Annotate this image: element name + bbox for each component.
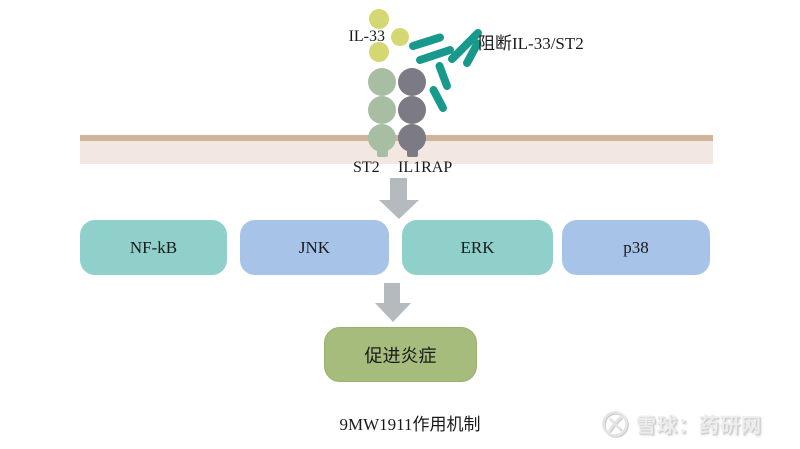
il33-ligand-dot xyxy=(369,42,389,62)
pathway-box-jnk: JNK xyxy=(240,220,389,275)
watermark: 雪球：药研网 xyxy=(601,409,762,438)
st2-label: ST2 xyxy=(353,159,380,176)
antibody-label: 阻断IL-33/ST2 xyxy=(478,34,584,53)
pathway-box-erk: ERK xyxy=(402,220,553,275)
pathway-box-p38: p38 xyxy=(562,220,710,275)
pathway-box-nfkb: NF-kB xyxy=(80,220,227,275)
diagram-caption: 9MW1911作用机制 xyxy=(339,415,481,434)
il1rap-receptor-bead xyxy=(398,124,426,152)
il33-ligand-dot xyxy=(369,9,389,29)
il33-label: IL-33 xyxy=(348,28,385,45)
il1rap-label: IL1RAP xyxy=(398,159,453,176)
watermark-text: 雪球：药研网 xyxy=(636,415,762,437)
signal-arrow-down-1 xyxy=(379,178,419,219)
st2-receptor-bead xyxy=(368,124,396,152)
il1rap-receptor-bead xyxy=(398,96,426,124)
xueqiu-logo-icon xyxy=(602,410,628,437)
antibody-icon xyxy=(409,29,482,112)
st2-receptor-bead xyxy=(368,96,396,124)
st2-receptor-bead xyxy=(368,68,396,96)
il33-ligand-dot xyxy=(391,28,409,46)
il1rap-receptor-bead xyxy=(398,68,426,96)
cell-membrane xyxy=(80,135,713,164)
outcome-box: 促进炎症 xyxy=(324,327,477,382)
signal-arrow-down-2 xyxy=(375,283,411,322)
